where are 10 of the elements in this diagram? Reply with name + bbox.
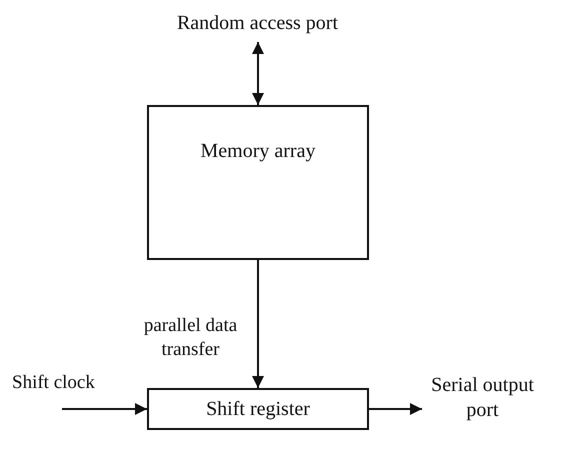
port-label: Random access port bbox=[140, 8, 375, 38]
arrow bbox=[62, 403, 147, 415]
block-label: Shift register bbox=[206, 396, 310, 422]
arrow bbox=[252, 260, 264, 388]
block-box bbox=[147, 388, 369, 430]
port-label: Serial output port bbox=[420, 372, 545, 424]
arrow bbox=[369, 403, 422, 415]
block-box bbox=[147, 105, 369, 260]
block-label: Memory array bbox=[200, 139, 316, 164]
double-arrow bbox=[252, 42, 264, 105]
